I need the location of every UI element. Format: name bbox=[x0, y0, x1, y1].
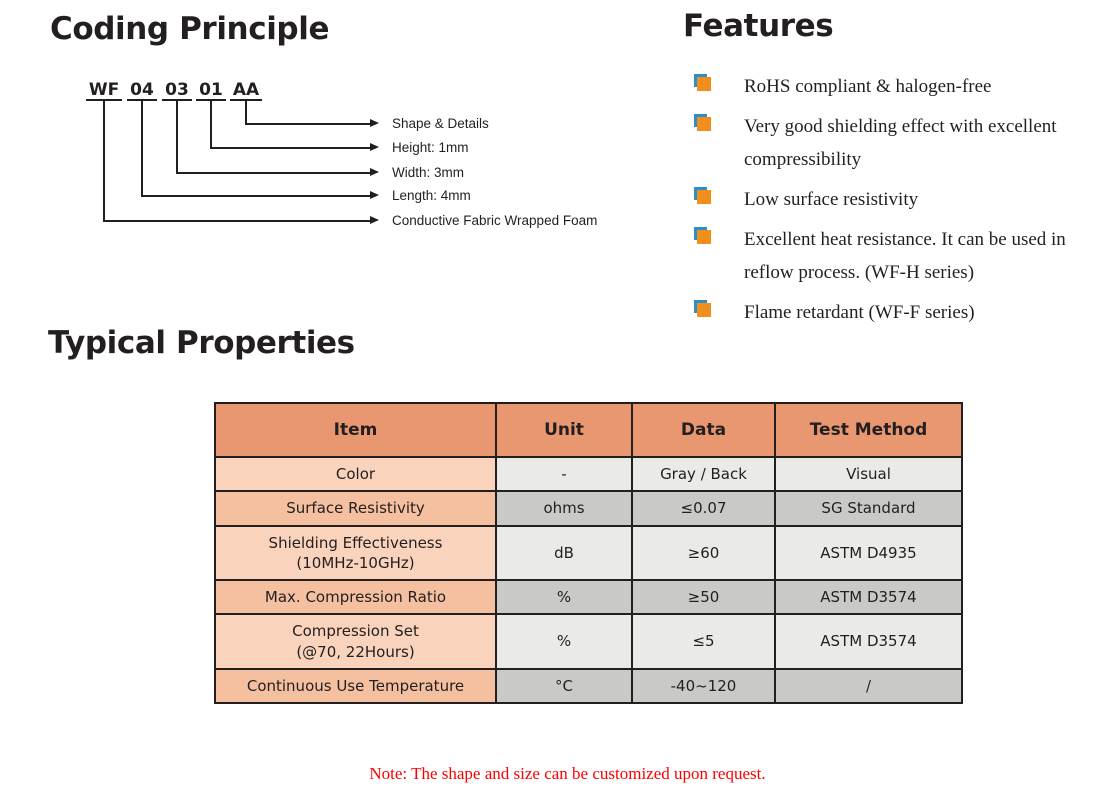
code-token-03: 03 bbox=[165, 80, 189, 100]
arrow-head-icon-height bbox=[370, 143, 379, 151]
features-list: RoHS compliant & halogen-free Very good … bbox=[694, 70, 1104, 336]
cell-data: Gray / Back bbox=[631, 455, 776, 493]
cell-unit: % bbox=[495, 578, 633, 616]
feature-item-text: Flame retardant (WF-F series) bbox=[744, 302, 975, 323]
feature-item-text: Low surface resistivity bbox=[744, 189, 919, 210]
leader-line-vertical-material bbox=[103, 99, 105, 221]
cell-unit: dB bbox=[495, 524, 633, 581]
cell-item: Color bbox=[214, 455, 497, 493]
feature-list-item: Very good shielding effect with excellen… bbox=[694, 110, 1104, 176]
orange-square-bullet-icon bbox=[694, 74, 716, 96]
cell-data: ≤0.07 bbox=[631, 490, 776, 527]
typical-properties-table: Item Unit Data Test Method Color - Gray … bbox=[214, 402, 963, 705]
cell-method: SG Standard bbox=[774, 490, 963, 527]
arrow-head-icon-shape bbox=[370, 119, 379, 127]
table-header-row: Item Unit Data Test Method bbox=[214, 402, 963, 458]
leader-line-horizontal-length bbox=[141, 195, 373, 197]
leader-line-vertical-height bbox=[210, 99, 212, 148]
cell-item: Shielding Effectiveness (10MHz-10GHz) bbox=[214, 524, 497, 581]
cell-unit: % bbox=[495, 613, 633, 670]
cell-method: ASTM D3574 bbox=[774, 613, 963, 670]
orange-square-bullet-icon bbox=[694, 187, 716, 209]
arrow-head-icon-material bbox=[370, 216, 379, 224]
feature-list-item: Excellent heat resistance. It can be use… bbox=[694, 223, 1104, 289]
leader-line-horizontal-material bbox=[103, 220, 373, 222]
leader-label-length: Length: 4mm bbox=[392, 188, 471, 203]
code-token-wf: WF bbox=[88, 80, 120, 100]
orange-square-bullet-icon bbox=[694, 227, 716, 249]
code-token-04: 04 bbox=[130, 80, 154, 100]
column-header-data: Data bbox=[631, 402, 776, 458]
table-row: Shielding Effectiveness (10MHz-10GHz) dB… bbox=[214, 524, 963, 581]
cell-data: -40~120 bbox=[631, 667, 776, 705]
cell-method: Visual bbox=[774, 455, 963, 493]
cell-unit: - bbox=[495, 455, 633, 493]
leader-line-vertical-width bbox=[176, 99, 178, 173]
leader-line-horizontal-shape bbox=[245, 123, 373, 125]
leader-label-height: Height: 1mm bbox=[392, 140, 469, 155]
table-row: Continuous Use Temperature °C -40~120 / bbox=[214, 667, 963, 705]
cell-item: Compression Set (@70, 22Hours) bbox=[214, 613, 497, 670]
page-title-typical-properties: Typical Properties bbox=[48, 325, 355, 361]
leader-label-material: Conductive Fabric Wrapped Foam bbox=[392, 213, 598, 228]
table-row: Surface Resistivity ohms ≤0.07 SG Standa… bbox=[214, 490, 963, 527]
feature-list-item: RoHS compliant & halogen-free bbox=[694, 70, 1104, 103]
page-title-features: Features bbox=[683, 8, 834, 44]
leader-label-width: Width: 3mm bbox=[392, 165, 465, 180]
feature-list-item: Low surface resistivity bbox=[694, 183, 1104, 216]
column-header-item: Item bbox=[214, 402, 497, 458]
cell-method: ASTM D3574 bbox=[774, 578, 963, 616]
leader-label-shape: Shape & Details bbox=[392, 116, 489, 131]
table-row: Max. Compression Ratio % ≥50 ASTM D3574 bbox=[214, 578, 963, 616]
leader-line-horizontal-width bbox=[176, 172, 373, 174]
cell-item: Continuous Use Temperature bbox=[214, 667, 497, 705]
table-row: Color - Gray / Back Visual bbox=[214, 455, 963, 493]
coding-principle-diagram: WF 04 03 01 AA Shape & Details Height: 1… bbox=[0, 0, 700, 250]
feature-item-text: RoHS compliant & halogen-free bbox=[744, 76, 992, 97]
column-header-unit: Unit bbox=[495, 402, 633, 458]
cell-unit: ohms bbox=[495, 490, 633, 527]
code-token-aa: AA bbox=[232, 80, 260, 100]
cell-data: ≥50 bbox=[631, 578, 776, 616]
leader-line-vertical-shape bbox=[245, 99, 247, 124]
arrow-head-icon-width bbox=[370, 168, 379, 176]
cell-item: Surface Resistivity bbox=[214, 490, 497, 527]
feature-item-text: Excellent heat resistance. It can be use… bbox=[744, 229, 1066, 283]
orange-square-bullet-icon bbox=[694, 114, 716, 136]
feature-item-text: Very good shielding effect with excellen… bbox=[744, 116, 1057, 170]
cell-method: ASTM D4935 bbox=[774, 524, 963, 581]
feature-list-item: Flame retardant (WF-F series) bbox=[694, 296, 1104, 329]
cell-method: / bbox=[774, 667, 963, 705]
table-row: Compression Set (@70, 22Hours) % ≤5 ASTM… bbox=[214, 613, 963, 670]
page-title-coding-principle: Coding Principle bbox=[50, 11, 330, 47]
orange-square-bullet-icon bbox=[694, 300, 716, 322]
leader-line-vertical-length bbox=[141, 99, 143, 196]
cell-data: ≤5 bbox=[631, 613, 776, 670]
table-note: Note: The shape and size can be customiz… bbox=[369, 764, 766, 783]
column-header-test-method: Test Method bbox=[774, 402, 963, 458]
code-token-01: 01 bbox=[199, 80, 223, 100]
leader-line-horizontal-height bbox=[210, 147, 373, 149]
cell-data: ≥60 bbox=[631, 524, 776, 581]
cell-item: Max. Compression Ratio bbox=[214, 578, 497, 616]
cell-unit: °C bbox=[495, 667, 633, 705]
arrow-head-icon-length bbox=[370, 191, 379, 199]
